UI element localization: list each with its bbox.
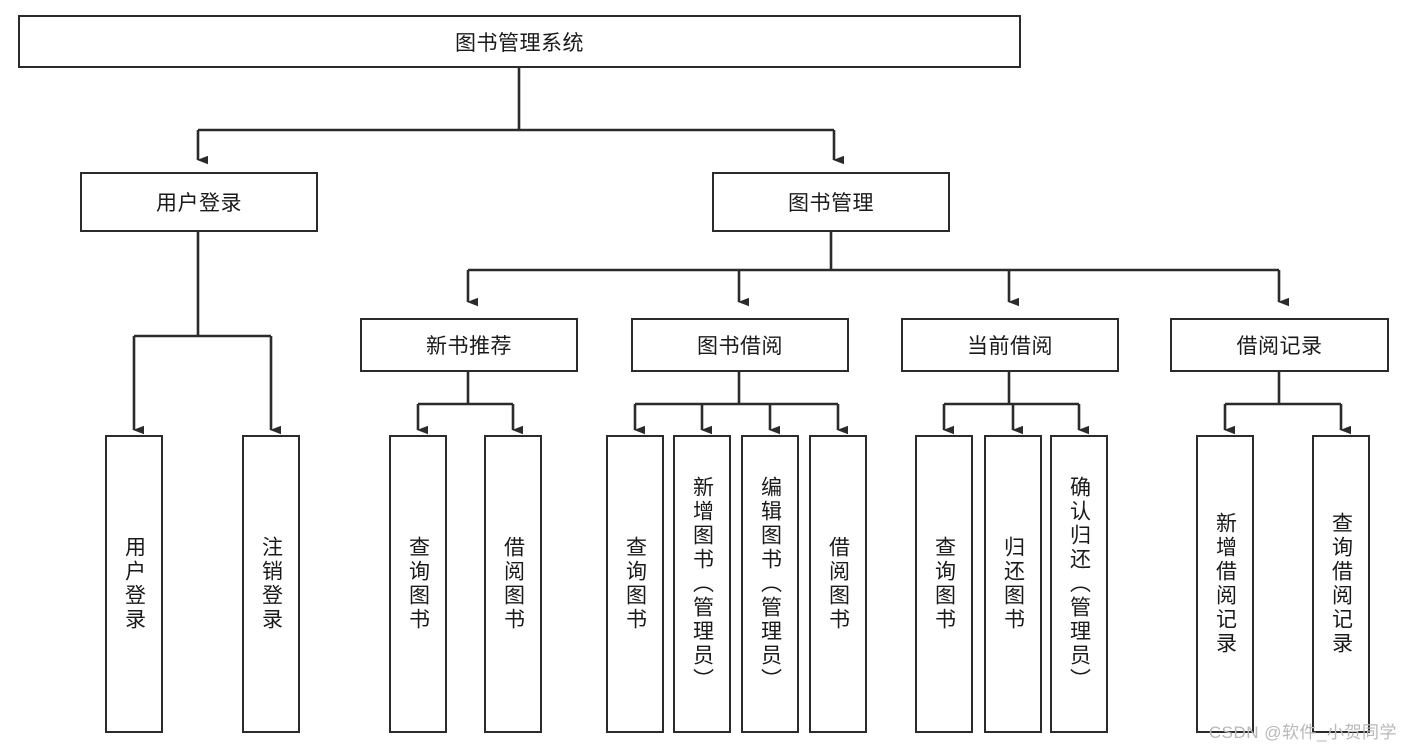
leaf-records-add-record-label: 新增借阅记录 [1213,512,1237,656]
leaf-records-query-record-label: 查询借阅记录 [1329,512,1353,656]
leaf-user-login-label: 用户登录 [122,536,146,632]
leaf-borrow-borrow-book[interactable]: 借阅图书 [809,435,867,733]
node-book-borrow-label: 图书借阅 [697,335,783,358]
node-book-management[interactable]: 图书管理 [712,172,950,232]
leaf-current-return-book[interactable]: 归还图书 [984,435,1042,733]
node-new-book-recommend-label: 新书推荐 [426,335,512,358]
leaf-newbook-query-book-label: 查询图书 [406,536,430,632]
node-borrow-records[interactable]: 借阅记录 [1170,318,1389,372]
leaf-user-logout-label: 注销登录 [259,536,283,632]
node-user-login[interactable]: 用户登录 [80,172,318,232]
leaf-current-confirm-return-label: 确认归还（管理员） [1067,476,1091,692]
leaf-user-login[interactable]: 用户登录 [105,435,163,733]
leaf-records-query-record[interactable]: 查询借阅记录 [1312,435,1370,733]
leaf-borrow-edit-book[interactable]: 编辑图书（管理员） [741,435,799,733]
leaf-borrow-query-book[interactable]: 查询图书 [606,435,664,733]
leaf-newbook-query-book[interactable]: 查询图书 [389,435,447,733]
leaf-borrow-add-book-label: 新增图书（管理员） [690,476,714,692]
node-book-management-label: 图书管理 [788,192,874,215]
node-root-label: 图书管理系统 [455,31,584,55]
leaf-records-add-record[interactable]: 新增借阅记录 [1196,435,1254,733]
leaf-current-query-book-label: 查询图书 [932,536,956,632]
node-root[interactable]: 图书管理系统 [18,15,1021,68]
node-book-borrow[interactable]: 图书借阅 [631,318,849,372]
node-new-book-recommend[interactable]: 新书推荐 [360,318,578,372]
leaf-current-confirm-return[interactable]: 确认归还（管理员） [1050,435,1108,733]
node-user-login-label: 用户登录 [156,192,242,215]
leaf-borrow-add-book[interactable]: 新增图书（管理员） [673,435,731,733]
leaf-newbook-borrow-book[interactable]: 借阅图书 [484,435,542,733]
leaf-newbook-borrow-book-label: 借阅图书 [501,536,525,632]
leaf-user-logout[interactable]: 注销登录 [242,435,300,733]
leaf-borrow-query-book-label: 查询图书 [623,536,647,632]
node-current-borrow-label: 当前借阅 [967,335,1053,358]
node-borrow-records-label: 借阅记录 [1236,335,1323,358]
node-current-borrow[interactable]: 当前借阅 [901,318,1119,372]
leaf-borrow-edit-book-label: 编辑图书（管理员） [758,476,782,692]
leaf-current-query-book[interactable]: 查询图书 [915,435,973,733]
leaf-borrow-borrow-book-label: 借阅图书 [826,536,850,632]
leaf-current-return-book-label: 归还图书 [1001,536,1025,632]
